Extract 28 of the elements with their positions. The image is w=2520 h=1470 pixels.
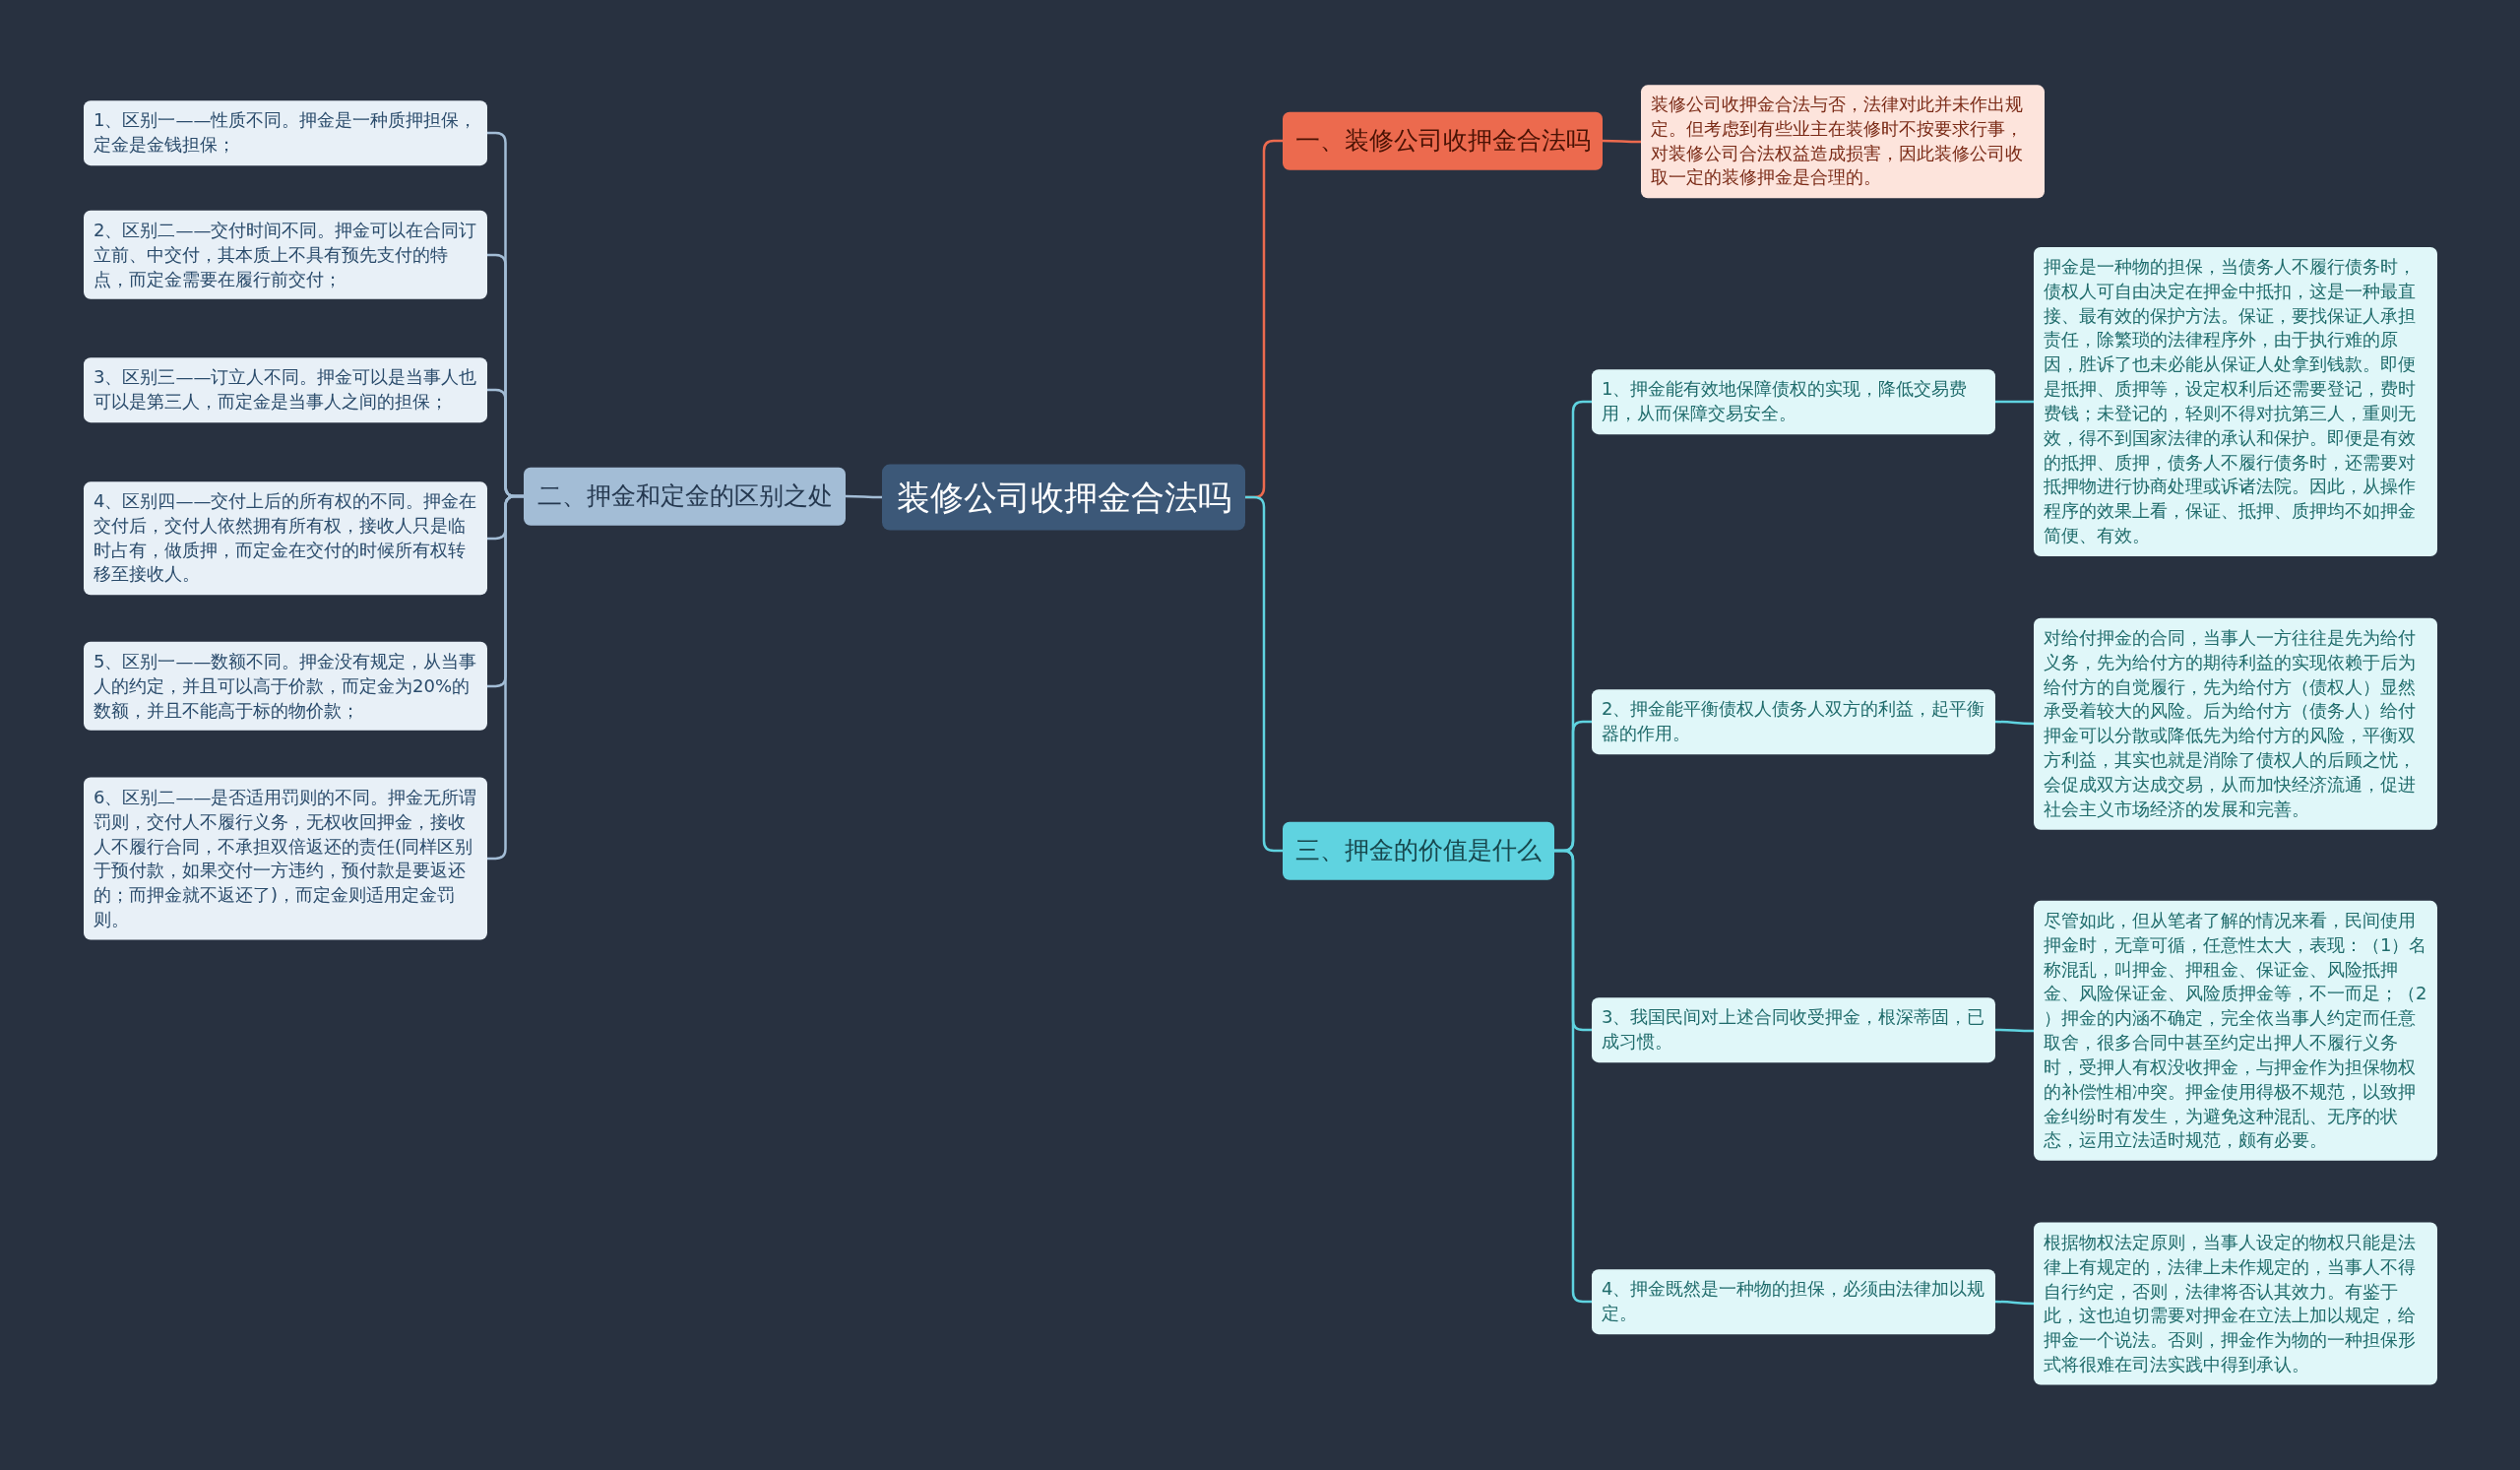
note-box: 6、区别二——是否适用罚则的不同。押金无所谓罚则，交付人不履行义务，无权收回押金，接收人不履行合同，不承担双倍返还的责任(同样区别于预付款，如果交付一方违约，预付款是要返还的；而押金就不返还了)，而定金则适用定金罚则。	[84, 777, 487, 940]
note-box: 尽管如此，但从笔者了解的情况来看，民间使用押金时，无章可循，任意性太大，表现：（1）名称混乱，叫押金、押租金、保证金、风险抵押金、风险保证金、风险质押金等，不一而足；（2 ）押金的内涵不确定，完全依当事人约定而任意取舍，很多合同中甚至约定出押人不履行义务时，受押人有权没收押金，与押金作为担保物权的补偿性相冲突。押金使用得极不规范，以致押金纠纷时有发生，为避免这种混乱、无序的状态，运用立法适时规范，颇有必要。	[2034, 900, 2437, 1162]
connector-line	[1995, 1028, 2034, 1033]
branch-topic: 三、押金的价值是什么	[1283, 821, 1554, 880]
branch-topic: 一、装修公司收押金合法吗	[1283, 111, 1603, 170]
subtopic-box: 2、押金能平衡债权人债务人双方的利益，起平衡器的作用。	[1592, 689, 1995, 754]
connector-line	[1995, 1300, 2034, 1306]
connector-line	[846, 494, 882, 499]
central-topic: 装修公司收押金合法吗	[882, 464, 1245, 531]
note-box: 押金是一种物的担保，当债务人不履行债务时，债权人可自由决定在押金中抵扣，这是一种最直接、最有效的保护方法。保证，要找保证人承担责任，除繁琐的法律程序外，由于执行难的原因，胜诉了也未必能从保证人处拿到钱款。即便是抵押、质押等，设定权利后还需要登记，费时费钱；未登记的，轻则不得对抗第三人，重则无效，得不到国家法律的承认和保护。即便是有效的抵押、质押，债务人不履行债务时，还需要对抵押物进行协商处理或诉诸法院。因此，从操作程序的效果上看，保证、抵押、质押均不如押金简便、有效。	[2034, 247, 2437, 556]
connector-line	[1245, 495, 1283, 853]
note-box: 1、区别一——性质不同。押金是一种质押担保，定金是金钱担保；	[84, 100, 487, 165]
connector-line	[487, 494, 524, 861]
note-box: 2、区别二——交付时间不同。押金可以在合同订立前、中交付，其本质上不具有预先支付的特点，而定金需要在履行前交付；	[84, 210, 487, 300]
note-box: 5、区别一——数额不同。押金没有规定，从当事人的约定，并且可以高于价款，而定金为20%的数额，并且不能高于标的物价款；	[84, 641, 487, 732]
connector-line	[1603, 139, 1641, 144]
connector-line	[1995, 720, 2034, 726]
branch-topic: 二、押金和定金的区别之处	[524, 467, 846, 526]
connector-line	[1554, 849, 1592, 1304]
note-box: 根据物权法定原则，当事人设定的物权只能是法律上有规定的，法律上未作规定的，当事人不得自行约定，否则，法律将否认其效力。有鉴于此，这也迫切需要对押金在立法上加以规定，给押金一个说法。否则，押金作为物的一种担保形式将很难在司法实践中得到承认。	[2034, 1222, 2437, 1385]
connector-line	[1995, 400, 2034, 404]
note-box: 4、区别四——交付上后的所有权的不同。押金在交付后，交付人依然拥有所有权，接收人只是临时占有，做质押，而定金在交付的时候所有权转移至接收人。	[84, 481, 487, 596]
note-box: 装修公司收押金合法与否，法律对此并未作出规定。但考虑到有些业主在装修时不按要求行事，对装修公司合法权益造成损害，因此装修公司收取一定的装修押金是合理的。	[1641, 85, 2045, 199]
subtopic-box: 4、押金既然是一种物的担保，必须由法律加以规定。	[1592, 1269, 1995, 1334]
subtopic-box: 1、押金能有效地保障债权的实现，降低交易费用，从而保障交易安全。	[1592, 369, 1995, 434]
subtopic-box: 3、我国民间对上述合同收受押金，根深蒂固，已成习惯。	[1592, 997, 1995, 1062]
note-box: 3、区别三——订立人不同。押金可以是当事人也可以是第三人，而定金是当事人之间的担保；	[84, 357, 487, 422]
note-box: 对给付押金的合同，当事人一方往往是先为给付义务，先为给付方的期待利益的实现依赖于后为给付方的自觉履行，先为给付方（债权人）显然承受着较大的风险。后为给付方（债务人）给付押金可以分散或降低先为给付方的风险，平衡双方利益，其实也就是消除了债权人的后顾之忧，会促成双方达成交易，从而加快经济流通，促进社会主义市场经济的发展和完善。	[2034, 617, 2437, 830]
